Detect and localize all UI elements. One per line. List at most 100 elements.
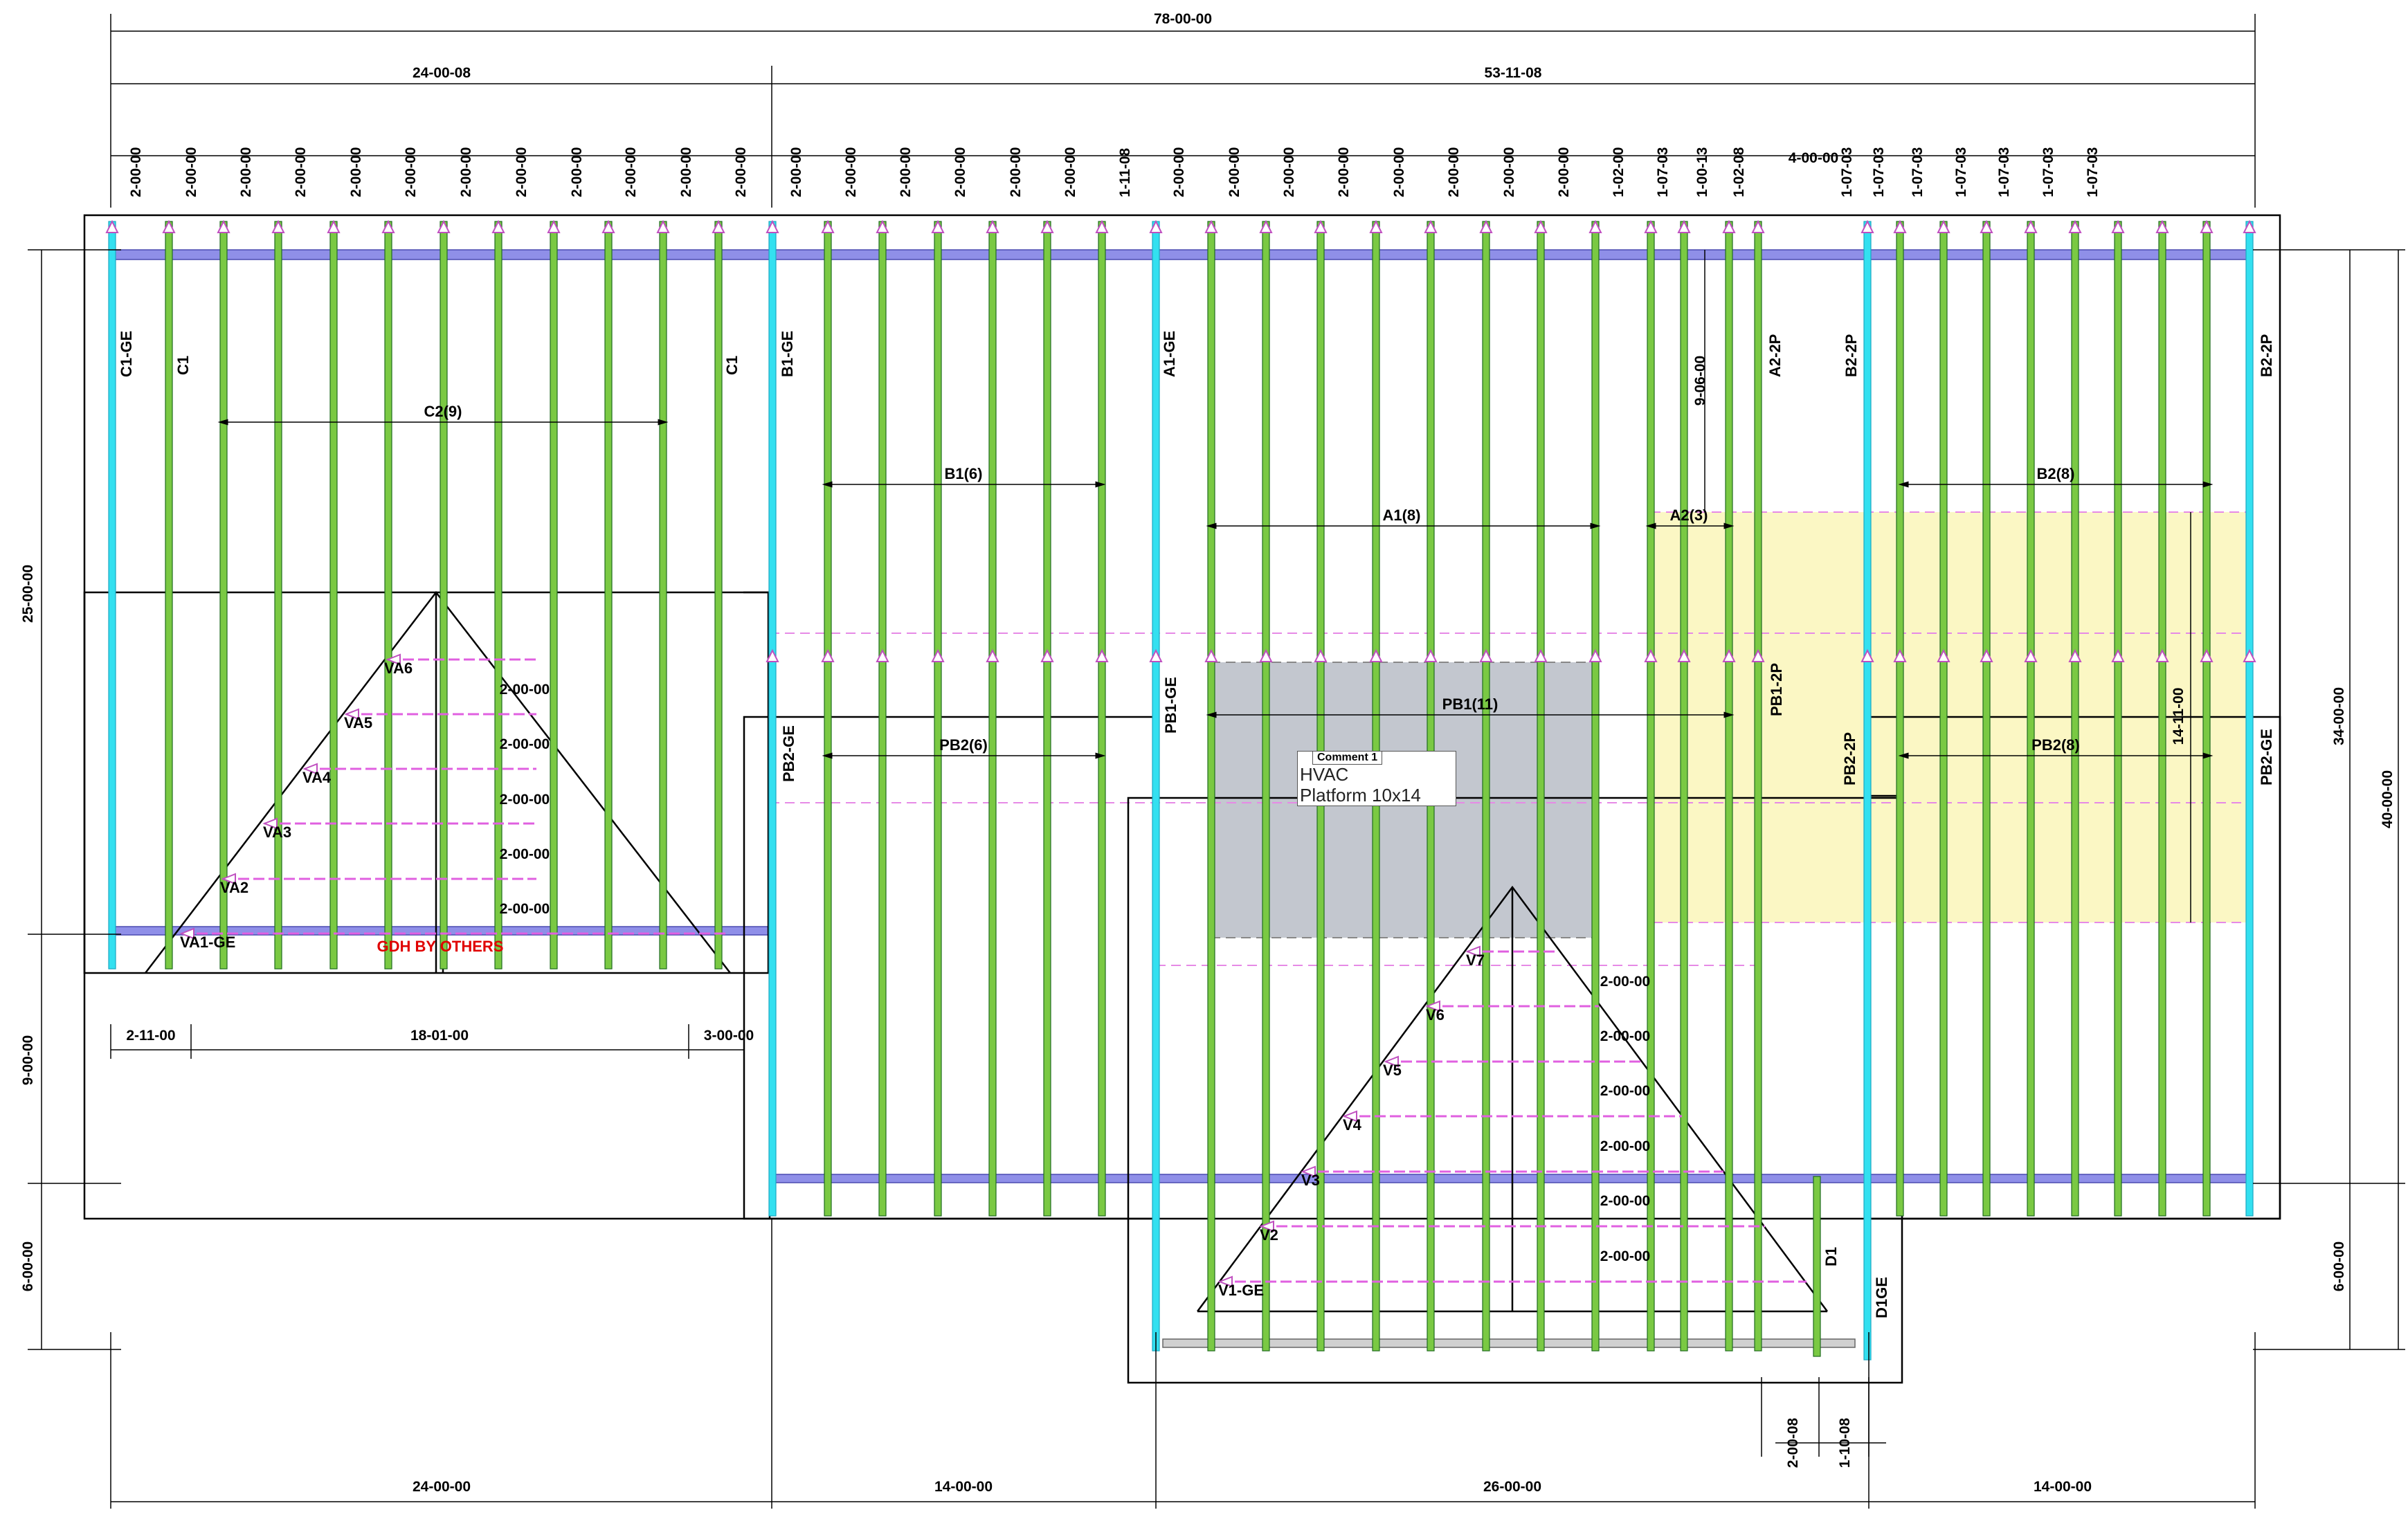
spacing-label: 2-00-00 [238, 147, 254, 197]
valley-rafter [302, 763, 536, 775]
truss-line [437, 219, 451, 970]
valley-spacing-left-5: 2-00-00 [500, 901, 550, 917]
truss-line [876, 219, 889, 1217]
spacing-label: 2-00-00 [1556, 147, 1572, 197]
truss-line [1893, 219, 1907, 1217]
truss-line [547, 219, 561, 970]
spacing-label: 2-00-00 [458, 147, 474, 197]
dim-mid-2: 18-01-00 [410, 1028, 469, 1044]
dim-bottom-small-2: 1-10-08 [1837, 1417, 1853, 1468]
truss-mark-pb2-2p: PB2-2P [1841, 732, 1858, 785]
truss-line [327, 219, 341, 970]
valley-label-va1-ge: VA1-GE [180, 934, 235, 951]
spacing-label: 2-00-00 [623, 147, 639, 197]
valley-rafter [262, 817, 536, 830]
spacing-label: 1-07-03 [1655, 147, 1671, 197]
group-label-a2: A2(3) [1669, 507, 1708, 524]
valley-label-va3: VA3 [263, 824, 291, 841]
hvac-comment-line2: Platform 10x14 [1300, 785, 1421, 806]
truss-line [2068, 219, 2082, 1217]
valley-label-va5: VA5 [344, 714, 372, 731]
valley-label-v3: V3 [1301, 1172, 1320, 1189]
truss-line [1861, 219, 1874, 1361]
spacing-label: 2-00-00 [1391, 147, 1407, 197]
dim-mid-1: 2-11-00 [126, 1028, 175, 1044]
truss-mark-c1-right: C1 [723, 356, 741, 375]
spacing-label: 2-00-00 [952, 147, 968, 197]
truss-line [2243, 219, 2256, 1217]
dim-inner-1: 9-06-00 [1692, 356, 1708, 406]
valley-triangle-right [1196, 885, 1829, 1313]
valley-rafter [1301, 1165, 1723, 1178]
truss-line [162, 219, 176, 970]
truss-mark-a1-ge: A1-GE [1161, 331, 1178, 377]
valley-rafter [221, 873, 536, 885]
valley-spacing-right-2: 2-00-00 [1600, 1028, 1650, 1044]
spacing-label: 2-00-00 [843, 147, 859, 197]
spacing-label: 1-07-03 [2085, 147, 2101, 197]
group-label-pb2-left: PB2(6) [939, 736, 988, 754]
truss-line [2155, 219, 2169, 1217]
valley-rafter [1465, 945, 1557, 958]
spacing-label: 1-07-03 [1839, 147, 1855, 197]
valley-label-v6: V6 [1426, 1006, 1445, 1024]
spacing-label: 2-00-00 [1446, 147, 1462, 197]
hvac-comment-title: Comment 1 [1312, 751, 1383, 765]
dim-bottom-small-1: 2-00-08 [1785, 1417, 1801, 1468]
truss-mark-pb1-2p: PB1-2P [1768, 663, 1785, 716]
truss-line [931, 219, 945, 1217]
truss-line [2200, 219, 2214, 1217]
truss-line [1534, 219, 1548, 1352]
truss-line [2111, 219, 2125, 1217]
truss-line [986, 219, 999, 1217]
valley-rafter [386, 653, 536, 666]
truss-mark-c1-ge: C1-GE [118, 331, 135, 377]
dim-inner-2: 14-11-00 [2171, 688, 2187, 745]
dim-left-3: 6-00-00 [20, 1241, 36, 1291]
truss-line [491, 219, 505, 970]
spacing-label: 2-00-00 [514, 147, 529, 197]
truss-mark-b2-2p-end: B2-2P [2258, 334, 2275, 377]
truss-line [1722, 219, 1736, 1352]
spacing-label: 2-00-00 [1171, 147, 1187, 197]
valley-rafter [1259, 1220, 1765, 1233]
truss-mark-b1-ge: B1-GE [779, 331, 796, 377]
spacing-label: 4-00-00 [1789, 150, 1838, 166]
spacing-label-row: 2-00-00 2-00-00 2-00-00 2-00-00 2-00-00 2-00-… [128, 147, 2101, 197]
dim-right-segment: 53-11-08 [1485, 65, 1542, 81]
truss-line [601, 219, 615, 970]
spacing-label: 1-07-03 [1996, 147, 2012, 197]
truss-line [271, 219, 285, 970]
valley-spacing-right-6: 2-00-00 [1600, 1248, 1650, 1264]
hvac-comment-line1: HVAC [1300, 764, 1349, 785]
truss-line [1751, 219, 1765, 1352]
valley-spacing-left-2: 2-00-00 [500, 736, 550, 752]
dim-left-1: 25-00-00 [20, 565, 36, 623]
truss-mark-d1: D1 [1822, 1247, 1840, 1266]
valley-rafter [344, 708, 536, 720]
valley-triangle-left [145, 590, 731, 974]
truss-line [1204, 219, 1218, 1352]
spacing-label: 2-00-00 [733, 147, 749, 197]
truss-line [821, 219, 835, 1217]
spacing-label: 1-07-03 [2040, 147, 2056, 197]
spacing-label: 1-07-03 [1910, 147, 1926, 197]
spacing-label: 1-07-03 [1953, 147, 1969, 197]
spacing-label: 2-00-00 [293, 147, 309, 197]
spacing-label: 2-00-00 [128, 147, 144, 197]
group-label-c2: C2(9) [424, 403, 462, 420]
truss-line [1644, 219, 1658, 1352]
valley-layer [179, 653, 1807, 1288]
valley-spacing-right-1: 2-00-00 [1600, 974, 1650, 990]
truss-line [1677, 219, 1691, 1352]
spacing-label: 2-00-00 [678, 147, 694, 197]
truss-mark-b2-2p: B2-2P [1843, 334, 1860, 377]
spacing-label: 1-07-03 [1871, 147, 1887, 197]
valley-rafter [1342, 1110, 1682, 1122]
valley-spacing-right-5: 2-00-00 [1600, 1193, 1650, 1209]
dim-left-2: 9-00-00 [20, 1035, 36, 1085]
spacing-label: 1-00-13 [1694, 147, 1710, 197]
valley-rafter [1384, 1055, 1640, 1068]
valley-rafter [1425, 1000, 1599, 1012]
